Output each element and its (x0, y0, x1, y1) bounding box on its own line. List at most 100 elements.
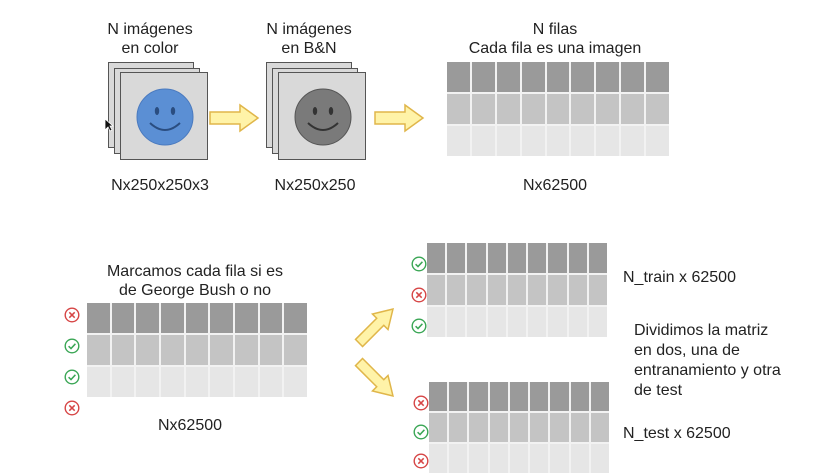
matrix-cell (447, 275, 466, 305)
matrix-cell (550, 382, 569, 411)
train-size-label: N_train x 62500 (623, 269, 736, 286)
matrix-cell (568, 243, 587, 273)
test-size-label: N_test x 62500 (623, 425, 731, 442)
check-circle-icon (413, 424, 429, 440)
matrix-grid (447, 62, 669, 156)
matrix-cell (596, 62, 620, 92)
matrix-cell (487, 275, 506, 305)
matrix-cell (447, 307, 466, 337)
matrix-cell (588, 243, 607, 273)
matrix-cell (449, 444, 468, 473)
rows-dims-label: Nx62500 (522, 177, 588, 194)
matrix-cell (528, 307, 547, 337)
matrix-cell (571, 94, 595, 124)
check-circle-icon (411, 256, 427, 272)
matrix-cell (210, 367, 233, 397)
matrix-cell (160, 367, 184, 397)
matrix-cell (496, 62, 520, 92)
matrix-cell (136, 367, 159, 397)
matrix-cell (530, 444, 549, 473)
matrix-cell (210, 303, 233, 333)
check-circle-icon (64, 338, 80, 354)
matrix-cell (570, 413, 589, 442)
mark-rows-label: Marcamos cada fila si es de George Bush … (106, 263, 284, 299)
matrix-cell (646, 94, 669, 124)
mouse-cursor-icon (104, 118, 114, 132)
matrix-cell (509, 382, 529, 411)
matrix-cell (449, 413, 468, 442)
matrix-cell (111, 303, 135, 333)
matrix-cell (259, 335, 283, 365)
matrix-cell (530, 382, 549, 411)
matrix-cell (509, 444, 529, 473)
matrix-cell (185, 367, 209, 397)
matrix-cell (427, 243, 446, 273)
matrix-cell (550, 444, 569, 473)
matrix-cell (590, 382, 609, 411)
matrix-cell (87, 335, 110, 365)
matrix-cell (548, 243, 567, 273)
matrix-cell (546, 62, 570, 92)
matrix-cell (160, 335, 184, 365)
test-matrix-grid (429, 382, 609, 473)
color-images-label: N imágenes en color (107, 21, 193, 57)
cross-circle-icon (413, 395, 429, 411)
matrix-cell (548, 275, 567, 305)
matrix-cell (496, 94, 520, 124)
arrow-right-icon (209, 103, 260, 133)
matrix-cell (185, 335, 209, 365)
matrix-cell (429, 444, 448, 473)
marked-matrix-grid (87, 303, 307, 397)
matrix-cell (590, 413, 609, 442)
bw-images-label: N imágenes en B&N (266, 21, 352, 57)
matrix-cell (528, 275, 547, 305)
matrix-cell (646, 126, 669, 156)
matrix-cell (546, 126, 570, 156)
matrix-cell (429, 413, 448, 442)
matrix-cell (259, 303, 283, 333)
matrix-cell (507, 243, 527, 273)
matrix-cell (284, 303, 307, 333)
matrix-cell (509, 413, 529, 442)
matrix-cell (521, 94, 545, 124)
matrix-cell (87, 303, 110, 333)
matrix-cell (429, 382, 448, 411)
color-image-stack (108, 62, 218, 162)
split-note: Dividimos la matriz en dos, una de entra… (634, 322, 781, 399)
matrix-cell (210, 335, 233, 365)
matrix-cell (469, 444, 488, 473)
matrix-cell (447, 94, 470, 124)
matrix-cell (521, 126, 545, 156)
matrix-cell (427, 307, 446, 337)
matrix-cell (550, 413, 569, 442)
matrix-cell (469, 382, 488, 411)
bw-image-stack (266, 62, 376, 162)
matrix-cell (489, 444, 508, 473)
image-card-front (278, 72, 366, 160)
matrix-cell (548, 307, 567, 337)
matrix-cell (111, 335, 135, 365)
matrix-cell (588, 307, 607, 337)
matrix-cell (571, 62, 595, 92)
matrix-cell (568, 307, 587, 337)
cross-circle-icon (411, 287, 427, 303)
matrix-cell (621, 126, 645, 156)
matrix-cell (489, 413, 508, 442)
matrix-cell (111, 367, 135, 397)
matrix-cell (234, 367, 258, 397)
matrix-cell (546, 94, 570, 124)
check-circle-icon (64, 369, 80, 385)
matrix-cell (588, 275, 607, 305)
cross-circle-icon (413, 453, 429, 469)
arrow-right-icon (374, 103, 425, 133)
matrix-cell (596, 126, 620, 156)
matrix-cell (570, 382, 589, 411)
rows-label: N filas Cada fila es una imagen (468, 21, 642, 57)
arrow-down-right-icon (354, 357, 394, 397)
matrix-cell (621, 94, 645, 124)
matrix-cell (621, 62, 645, 92)
color-dims-label: Nx250x250x3 (111, 177, 209, 194)
matrix-cell (570, 444, 589, 473)
matrix-cell (427, 275, 446, 305)
matrix-cell (469, 413, 488, 442)
